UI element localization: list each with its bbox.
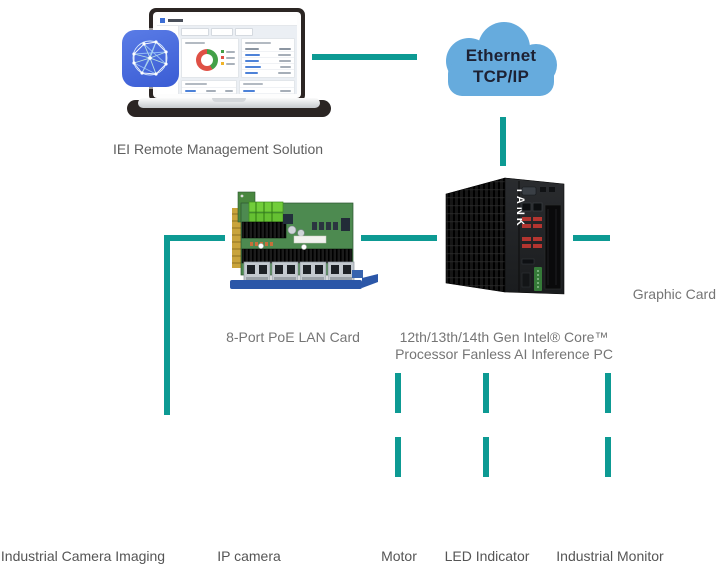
fanless-ai-pc-image: TANK xyxy=(443,175,569,302)
device-list-card xyxy=(241,38,295,78)
inference-pc-label-line1: 12th/13th/14th Gen Intel® Core™ xyxy=(399,329,609,345)
management-laptop xyxy=(122,8,331,120)
connector-laptop-to-cloud xyxy=(312,54,417,60)
network-globe-icon xyxy=(122,30,179,87)
connector-camera-to-lancard-vertical xyxy=(164,235,170,415)
dashboard-tab xyxy=(181,28,209,36)
card-title-bar xyxy=(185,42,205,44)
connector-cloud-to-pc xyxy=(500,117,506,166)
connector-lancard-to-pc xyxy=(361,235,437,241)
graphic-card-label: Graphic Card xyxy=(632,286,716,302)
lan-card-label: 8-Port PoE LAN Card xyxy=(226,329,360,345)
dashboard-dropdown xyxy=(235,28,253,36)
card-title-bar xyxy=(243,83,263,85)
laptop-base xyxy=(138,98,320,108)
donut-chart-card xyxy=(181,38,239,78)
dashboard-dropdown xyxy=(211,28,233,36)
label-motor: Motor xyxy=(381,548,417,564)
ethernet-cloud: Ethernet TCP/IP xyxy=(432,20,570,100)
dashboard-logo-text xyxy=(168,19,183,22)
dashboard-main xyxy=(179,26,297,94)
card-title-bar xyxy=(185,83,207,85)
label-ip-camera: IP camera xyxy=(217,548,281,564)
label-industrial-monitor: Industrial Monitor xyxy=(556,548,664,564)
poe-lan-card-image xyxy=(228,190,380,297)
table-card xyxy=(181,80,237,94)
inference-pc-label-line2: Processor Fanless AI Inference PC xyxy=(395,346,613,362)
laptop-base-notch xyxy=(212,98,246,102)
cloud-label-line2: TCP/IP xyxy=(473,67,529,86)
inference-pc-label: 12th/13th/14th Gen Intel® Core™ Processo… xyxy=(389,329,619,363)
management-solution-label: IEI Remote Management Solution xyxy=(112,141,324,157)
connector-pc-to-motor-dashed xyxy=(395,373,401,477)
label-industrial-camera-imaging: Industrial Camera Imaging xyxy=(0,548,166,564)
label-led-indicator: LED Indicator xyxy=(444,548,530,564)
connector-camera-to-lancard-horizontal xyxy=(164,235,225,241)
cloud-icon xyxy=(446,22,557,96)
cloud-label-line1: Ethernet xyxy=(465,46,537,65)
donut-legend xyxy=(221,50,235,68)
dashboard-topbar xyxy=(157,16,297,26)
connector-pc-to-graphiccard xyxy=(573,235,610,241)
card-title-bar xyxy=(245,42,271,44)
table-card xyxy=(239,80,295,94)
donut-chart xyxy=(196,49,218,71)
connector-pc-to-led-dashed xyxy=(483,373,489,477)
dashboard-logo-icon xyxy=(160,18,165,23)
connector-pc-to-monitor-dashed xyxy=(605,373,611,477)
